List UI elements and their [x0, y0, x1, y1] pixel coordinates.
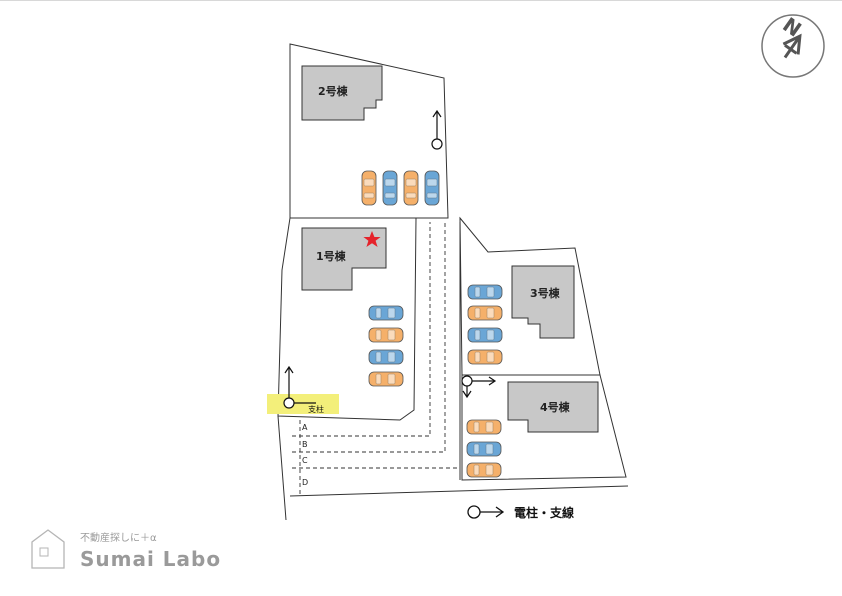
- legend-pole-icon: [467, 505, 481, 519]
- parking-lot-2: [361, 170, 440, 206]
- highlight-box: [267, 394, 339, 414]
- north-arrow-icon: [782, 33, 802, 59]
- building-2-label: 2号棟: [318, 84, 349, 98]
- car-icon: [368, 327, 404, 343]
- car-icon: [466, 441, 502, 457]
- car-icon: [467, 349, 503, 365]
- brand-name: Sumai Labo: [80, 547, 221, 571]
- lot-4-outline: [461, 374, 627, 481]
- building-3-shape: [511, 265, 575, 339]
- car-icon: [368, 349, 404, 365]
- building-1-shape: [301, 227, 387, 291]
- lane-b-line: [292, 222, 446, 453]
- car-icon: [424, 170, 440, 206]
- lot-3-outline: [459, 216, 601, 376]
- lane-b-label: B: [302, 440, 308, 449]
- lot-2-outline: [289, 43, 449, 219]
- building-3-label: 3号棟: [530, 286, 561, 300]
- site-boundary-road: [289, 485, 629, 497]
- lot-outlines: [277, 43, 629, 521]
- lane-c-label: C: [302, 456, 308, 465]
- car-icon: [467, 284, 503, 300]
- lot-1-outline: [277, 217, 417, 421]
- car-icon: [368, 371, 404, 387]
- lane-a-line: [292, 222, 431, 437]
- guy-wire-arrow-icon: [284, 365, 294, 398]
- support-pole-label: 支柱: [308, 404, 324, 414]
- building-4: 4号棟: [507, 381, 599, 433]
- legend: 電柱・支線: [467, 505, 574, 520]
- house-window-icon: [39, 547, 49, 557]
- car-icon: [361, 170, 377, 206]
- car-icon: [466, 462, 502, 478]
- parking-lot-4: [466, 419, 502, 478]
- brand-subtitle: 不動産探しに＋α: [80, 531, 157, 544]
- building-3: 3号棟: [511, 265, 575, 339]
- guy-wire-arrow-icon: [462, 386, 472, 399]
- north-arrow-bar: [784, 44, 798, 55]
- legend-arrow-icon: [480, 506, 505, 518]
- car-icon: [368, 305, 404, 321]
- utility-pole-middle: [461, 375, 497, 399]
- brand-logo: 不動産探しに＋α Sumai Labo: [31, 529, 221, 571]
- car-icon: [467, 305, 503, 321]
- pole-icon: [283, 397, 295, 409]
- car-icon: [403, 170, 419, 206]
- car-icon: [466, 419, 502, 435]
- building-1: 1号棟: [301, 227, 387, 291]
- legend-label: 電柱・支線: [514, 505, 574, 520]
- parking-lot-1: [368, 305, 404, 387]
- guy-wire-arrow-icon: [432, 109, 442, 139]
- building-4-label: 4号棟: [540, 400, 571, 414]
- car-icon: [467, 327, 503, 343]
- building-4-shape: [507, 381, 599, 433]
- pole-icon: [431, 138, 443, 150]
- utility-pole-north: [431, 109, 443, 150]
- lane-a-label: A: [302, 423, 308, 432]
- house-logo-icon: [31, 529, 65, 569]
- north-compass: N: [761, 12, 825, 78]
- building-2-shape: [301, 65, 383, 121]
- site-boundary-bottom: [277, 415, 287, 521]
- car-icon: [382, 170, 398, 206]
- star-marker-icon: [363, 231, 381, 247]
- pole-icon: [461, 375, 473, 387]
- lane-d-label: D: [302, 478, 308, 487]
- shared-driveway: [292, 222, 460, 496]
- support-pole-marker: 支柱: [267, 365, 339, 414]
- building-1-label: 1号棟: [316, 249, 347, 263]
- parking-lot-3: [467, 284, 503, 365]
- guy-wire-arrow-icon: [472, 376, 497, 386]
- building-2: 2号棟: [301, 65, 383, 121]
